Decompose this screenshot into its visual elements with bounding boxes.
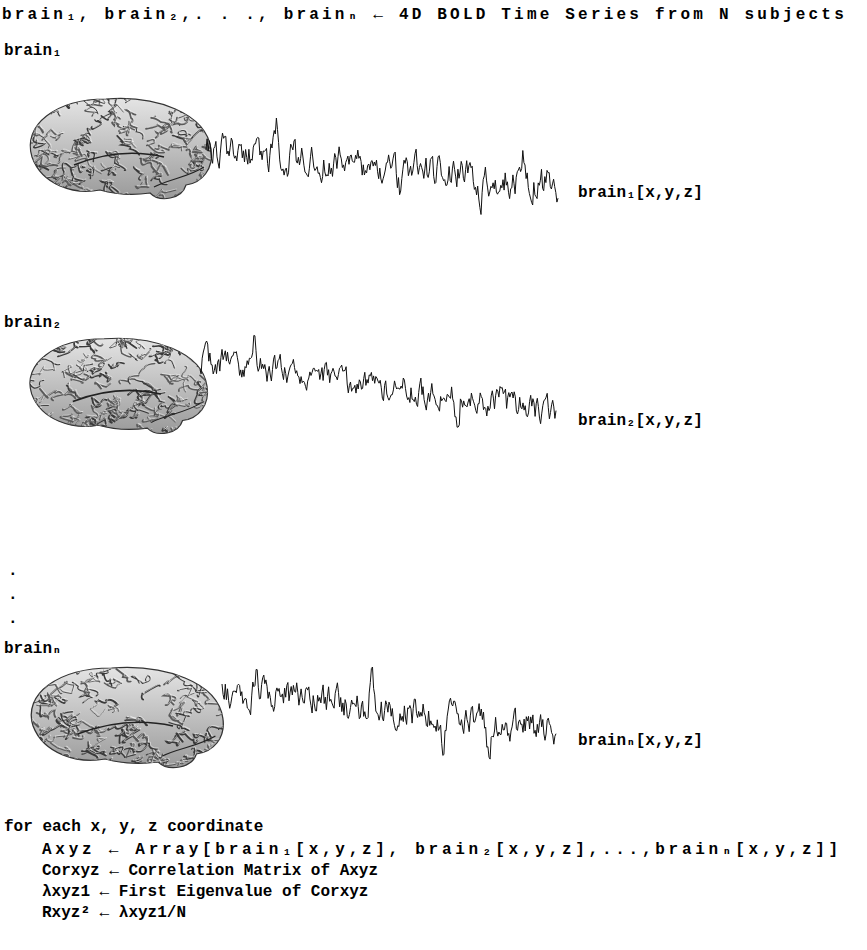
bold-time-series xyxy=(200,336,556,428)
algorithm-line: λxyz1 ← First Eigenvalue of Corxyz xyxy=(42,883,368,902)
ellipsis-dot: . xyxy=(8,586,18,605)
subject-label: brain₁ xyxy=(4,42,62,61)
subject-label: brain₂ xyxy=(4,314,62,333)
voxel-label: brain₂[x,y,z] xyxy=(578,412,703,431)
voxel-label: brainₙ[x,y,z] xyxy=(578,732,703,751)
algorithm-line: Rxyz² ← λxyz1/N xyxy=(42,904,186,923)
subject-label: brainₙ xyxy=(4,640,62,659)
ellipsis-dot: . xyxy=(8,562,18,581)
heading: brain₁, brain₂,. . ., brainₙ ← 4D BOLD T… xyxy=(2,6,847,25)
brain-surface xyxy=(14,88,226,219)
voxel-label: brain₁[x,y,z] xyxy=(578,184,703,203)
bold-time-series xyxy=(206,118,558,215)
algorithm-line: Corxyz ← Correlation Matrix of Axyz xyxy=(42,862,378,881)
brain-surface xyxy=(14,321,221,438)
ellipsis-dot: . xyxy=(8,610,18,629)
algorithm-line: Axyz ← Array[brain₁[x,y,z], brain₂[x,y,z… xyxy=(42,841,842,860)
bold-time-series xyxy=(222,667,556,759)
algorithm-line: for each x, y, z coordinate xyxy=(4,818,263,837)
brain-surface xyxy=(10,656,243,788)
